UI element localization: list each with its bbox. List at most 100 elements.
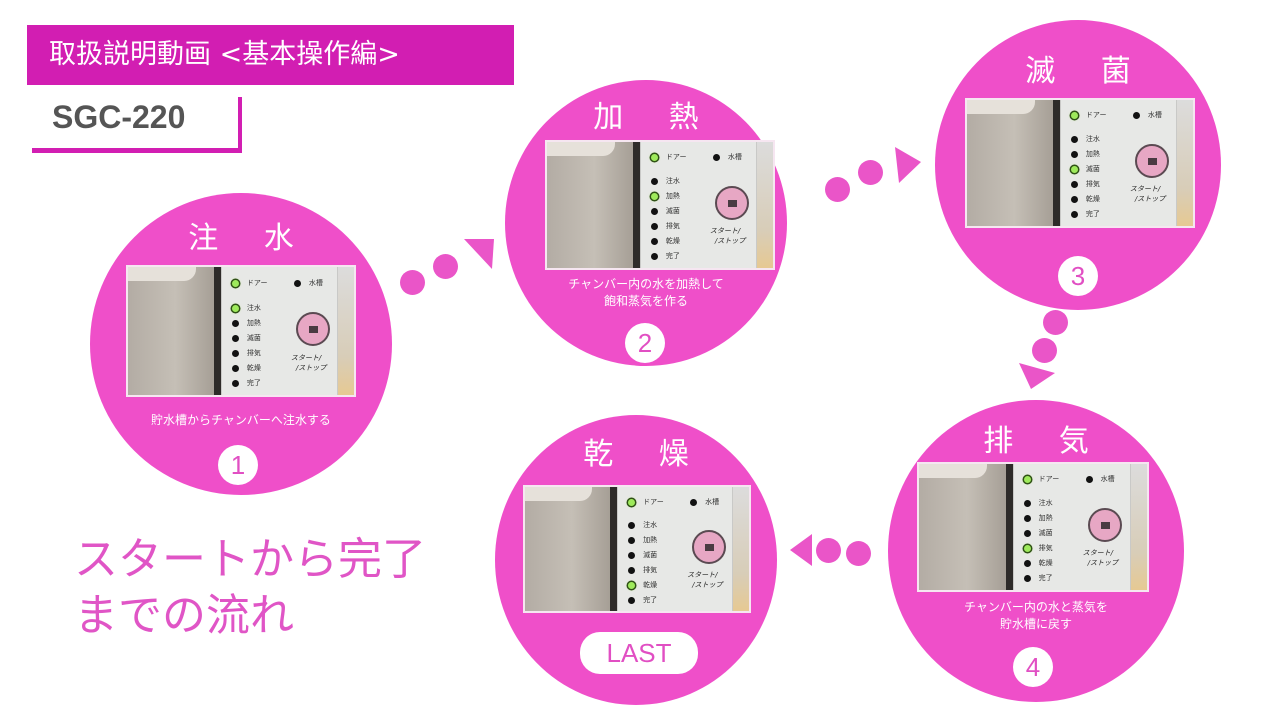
connector-dot-icon	[816, 538, 841, 563]
start-stop-button-graphic	[714, 186, 749, 220]
led-indicator-icon	[628, 596, 636, 604]
led-label: 乾燥	[1085, 195, 1100, 203]
connector-dot-icon	[400, 270, 425, 295]
start-stop-button-graphic	[295, 312, 330, 346]
led-indicator-icon	[690, 498, 698, 506]
led-plate: ドアー 水槽 注水 加熱 滅菌 排気 乾燥 完了 スタート//ストップ	[220, 267, 339, 395]
led-label: 乾燥	[246, 364, 261, 372]
led-label: 完了	[665, 252, 680, 260]
start-stop-label: スタート//ストップ	[286, 353, 326, 373]
led-label: 滅菌	[1085, 165, 1100, 173]
led-stage: 完了	[650, 251, 680, 261]
led-stage: 注水	[1023, 498, 1053, 508]
led-indicator-icon	[231, 304, 239, 312]
connector-dot-icon	[825, 177, 850, 202]
led-indicator-icon	[650, 222, 658, 230]
led-label: 水槽	[727, 153, 742, 161]
led-indicator-icon	[650, 192, 658, 200]
led-indicator-icon	[628, 521, 636, 529]
led-stage: 滅菌	[231, 333, 261, 343]
arrow-down-icon	[1019, 363, 1055, 389]
led-label: ドアー	[246, 279, 268, 287]
model-name: SGC-220	[52, 99, 186, 135]
step-3-title: 滅 菌	[1025, 54, 1149, 89]
led-label: 加熱	[643, 536, 658, 544]
led-plate: ドアー 水槽 注水 加熱 滅菌 排気 乾燥 完了 スタート//ストップ	[1059, 100, 1178, 226]
led-stage: 排気	[628, 565, 657, 575]
step-1-circle: 注 水 ドアー 水槽 注水 加熱 滅菌 排気 乾燥 完了 スタート//ストップ …	[90, 193, 392, 495]
led-tank: 水槽	[1132, 110, 1162, 120]
led-door: ドアー	[231, 278, 268, 288]
led-indicator-icon	[1023, 544, 1031, 552]
led-indicator-icon	[628, 581, 636, 589]
door-seam	[632, 142, 640, 268]
led-label: 排気	[643, 566, 658, 574]
led-indicator-icon	[1132, 111, 1140, 119]
led-label: 滅菌	[643, 551, 658, 559]
led-indicator-icon	[231, 319, 239, 327]
step-3-control-panel-photo: ドアー 水槽 注水 加熱 滅菌 排気 乾燥 完了 スタート//ストップ	[965, 98, 1195, 228]
led-label: 排気	[665, 222, 680, 230]
start-label: スタート/	[1129, 185, 1161, 193]
door-graphic	[919, 464, 1006, 590]
description-line: チャンバー内の水と蒸気を	[964, 600, 1108, 614]
door-top-graphic	[128, 267, 196, 281]
stop-label: /ストップ	[692, 581, 723, 589]
description-line: 貯水槽に戻す	[999, 617, 1072, 631]
step-last-control-panel-photo: ドアー 水槽 注水 加熱 滅菌 排気 乾燥 完了 スタート//ストップ	[523, 485, 751, 613]
led-stage: 完了	[1023, 573, 1053, 583]
led-tank: 水槽	[293, 278, 323, 288]
step-4-control-panel-photo: ドアー 水槽 注水 加熱 滅菌 排気 乾燥 完了 スタート//ストップ	[917, 462, 1149, 592]
led-plate: ドアー 水槽 注水 加熱 滅菌 排気 乾燥 完了 スタート//ストップ	[639, 142, 758, 268]
led-plate: ドアー 水槽 注水 加熱 滅菌 排気 乾燥 完了 スタート//ストップ	[1012, 464, 1132, 590]
model-label-box: SGC-220	[32, 97, 242, 153]
step-3-number-badge: 3	[1058, 256, 1098, 296]
panel-edge	[733, 487, 749, 611]
panel-edge	[1177, 100, 1193, 226]
led-stage: 注水	[231, 303, 261, 313]
led-indicator-icon	[231, 334, 239, 342]
door-seam	[1052, 100, 1060, 226]
description-line: 貯水槽からチャンバーへ注水する	[151, 413, 331, 427]
led-label: 完了	[246, 379, 261, 387]
door-seam	[213, 267, 221, 395]
led-label: 水槽	[705, 498, 720, 506]
led-indicator-icon	[1023, 574, 1031, 582]
led-label: 乾燥	[643, 581, 658, 589]
led-label: 水槽	[1100, 475, 1115, 483]
arrow-right-up-icon	[464, 239, 494, 269]
led-label: ドアー	[1085, 111, 1107, 119]
step-4-number-badge: 4	[1013, 647, 1053, 687]
led-stage: 加熱	[231, 318, 261, 328]
start-stop-button-graphic	[692, 530, 727, 564]
led-indicator-icon	[628, 566, 636, 574]
led-indicator-icon	[231, 349, 239, 357]
led-indicator-icon	[1070, 180, 1078, 188]
step-1-number-badge: 1	[218, 445, 258, 485]
led-label: 加熱	[1085, 150, 1100, 158]
door-top-graphic	[967, 100, 1035, 114]
led-stage: 注水	[650, 176, 680, 186]
stop-square-icon	[1100, 522, 1110, 529]
led-stage: 乾燥	[1023, 558, 1053, 568]
led-indicator-icon	[650, 207, 658, 215]
step-2-circle: 加 熱 ドアー 水槽 注水 加熱 滅菌 排気 乾燥 完了 スタート//ストップ …	[505, 80, 787, 366]
led-stage: 乾燥	[231, 363, 261, 373]
led-indicator-icon	[1023, 475, 1031, 483]
step-last-circle: 乾 燥 ドアー 水槽 注水 加熱 滅菌 排気 乾燥 完了 スタート//ストップ …	[495, 415, 777, 705]
led-stage: 滅菌	[628, 550, 657, 560]
led-stage: 加熱	[1070, 149, 1100, 159]
led-label: 加熱	[665, 192, 680, 200]
step-4-title: 排 気	[983, 424, 1107, 459]
led-indicator-icon	[650, 252, 658, 260]
door-graphic	[525, 487, 611, 611]
led-indicator-icon	[1070, 135, 1078, 143]
led-stage: 完了	[628, 595, 657, 605]
door-graphic	[128, 267, 214, 395]
led-label: 滅菌	[1038, 529, 1053, 537]
connector-dot-icon	[846, 541, 871, 566]
led-stage: 乾燥	[1070, 194, 1100, 204]
led-stage: 注水	[628, 520, 657, 530]
stop-label: /ストップ	[714, 237, 746, 245]
door-graphic	[967, 100, 1053, 226]
